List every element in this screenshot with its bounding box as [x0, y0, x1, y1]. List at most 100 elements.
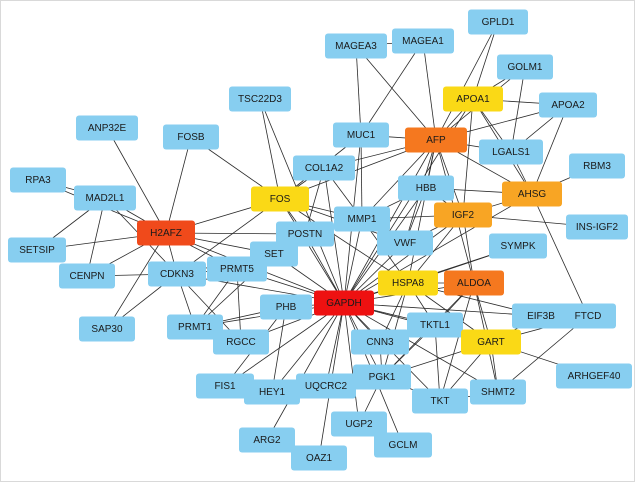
node-hbb[interactable]: HBB	[398, 175, 454, 201]
node-h2afz[interactable]: H2AFZ	[137, 220, 195, 246]
edge-ahsg-ftcd	[531, 193, 589, 317]
node-box	[213, 329, 269, 355]
node-shmt2[interactable]: SHMT2	[470, 379, 526, 405]
node-box	[8, 237, 66, 263]
node-box	[334, 206, 390, 232]
node-eif3b[interactable]: EIF3B	[512, 303, 570, 329]
node-prmt1[interactable]: PRMT1	[167, 314, 223, 340]
edge-gapdh-eif3b	[343, 302, 542, 317]
node-phb[interactable]: PHB	[260, 294, 312, 320]
node-sympk[interactable]: SYMPK	[489, 233, 547, 259]
node-label: PRMT1	[178, 322, 212, 333]
edge-afp-gpld1	[435, 21, 499, 141]
node-fos[interactable]: FOS	[251, 186, 309, 212]
node-tsc22d3[interactable]: TSC22D3	[229, 86, 291, 112]
node-hey1[interactable]: HEY1	[244, 379, 300, 405]
node-fosb[interactable]: FOSB	[163, 124, 219, 150]
node-igf2[interactable]: IGF2	[434, 202, 492, 228]
node-box	[468, 9, 528, 35]
node-cenpn[interactable]: CENPN	[59, 263, 115, 289]
node-apoa1[interactable]: APOA1	[443, 86, 503, 112]
edge-shmt2-ftcd	[497, 315, 589, 393]
node-lgals1[interactable]: LGALS1	[479, 139, 543, 165]
node-ftcd[interactable]: FTCD	[560, 303, 616, 329]
node-box	[479, 139, 543, 165]
node-tktl1[interactable]: TKTL1	[407, 312, 463, 338]
node-box	[444, 270, 504, 296]
node-uqcrc2[interactable]: UQCRC2	[296, 373, 356, 399]
node-label: MAD2L1	[86, 193, 125, 204]
node-gclm[interactable]: GCLM	[374, 432, 432, 458]
node-box	[443, 86, 503, 112]
edge-gapdh-ugp2	[343, 302, 360, 425]
edge-gapdh-mmp1	[343, 218, 363, 304]
node-label: ARHGEF40	[568, 371, 621, 382]
node-box	[333, 122, 389, 148]
node-label: HSPA8	[392, 278, 424, 289]
node-label: HEY1	[259, 387, 286, 398]
node-cdkn3[interactable]: CDKN3	[148, 261, 206, 287]
edge-h2afz-anp32e	[106, 127, 167, 234]
node-ugp2[interactable]: UGP2	[331, 411, 387, 437]
node-rgcc[interactable]: RGCC	[213, 329, 269, 355]
node-gart[interactable]: GART	[461, 329, 521, 355]
node-box	[374, 432, 432, 458]
node-setsip[interactable]: SETSIP	[8, 237, 66, 263]
node-arhgef40[interactable]: ARHGEF40	[556, 363, 632, 389]
node-box	[434, 202, 492, 228]
node-ins-igf2[interactable]: INS-IGF2	[566, 214, 628, 240]
node-fis1[interactable]: FIS1	[196, 373, 254, 399]
node-label: ANP32E	[88, 123, 127, 134]
edge-mmp1-muc1	[360, 134, 363, 220]
node-afp[interactable]: AFP	[405, 127, 467, 153]
node-anp32e[interactable]: ANP32E	[76, 115, 138, 141]
node-col1a2[interactable]: COL1A2	[293, 155, 355, 181]
node-ahsg[interactable]: AHSG	[502, 181, 562, 207]
node-box	[251, 186, 309, 212]
node-label: SAP30	[91, 324, 123, 335]
node-box	[331, 411, 387, 437]
node-mad2l1[interactable]: MAD2L1	[74, 185, 136, 211]
edge-afp-magea1	[422, 40, 437, 141]
node-rpa3[interactable]: RPA3	[10, 167, 66, 193]
node-label: CENPN	[69, 271, 104, 282]
node-sap30[interactable]: SAP30	[79, 316, 135, 342]
node-box	[276, 221, 334, 247]
node-label: FOS	[270, 194, 291, 205]
node-apoa2[interactable]: APOA2	[539, 92, 597, 118]
node-gpld1[interactable]: GPLD1	[468, 9, 528, 35]
node-prmt5[interactable]: PRMT5	[207, 256, 267, 282]
node-box	[556, 363, 632, 389]
node-hspa8[interactable]: HSPA8	[378, 270, 438, 296]
node-pgk1[interactable]: PGK1	[353, 364, 411, 390]
node-cnn3[interactable]: CNN3	[351, 329, 409, 355]
edge-h2afz-fosb	[165, 136, 192, 234]
edge-apoa1-gpld1	[472, 21, 499, 100]
node-tkt[interactable]: TKT	[412, 388, 468, 414]
node-magea3[interactable]: MAGEA3	[325, 33, 387, 59]
node-mmp1[interactable]: MMP1	[334, 206, 390, 232]
node-label: APOA1	[456, 94, 490, 105]
node-muc1[interactable]: MUC1	[333, 122, 389, 148]
node-box	[392, 28, 454, 54]
node-golm1[interactable]: GOLM1	[497, 54, 553, 80]
node-oaz1[interactable]: OAZ1	[291, 445, 347, 471]
node-box	[351, 329, 409, 355]
node-vwf[interactable]: VWF	[377, 230, 433, 256]
node-gapdh[interactable]: GAPDH	[314, 290, 374, 316]
node-label: OAZ1	[306, 453, 333, 464]
node-label: IGF2	[452, 210, 475, 221]
node-rbm3[interactable]: RBM3	[569, 153, 625, 179]
node-magea1[interactable]: MAGEA1	[392, 28, 454, 54]
node-label: RPA3	[25, 175, 51, 186]
node-label: UGP2	[345, 419, 373, 430]
node-aldoa[interactable]: ALDOA	[444, 270, 504, 296]
node-box	[353, 364, 411, 390]
node-arg2[interactable]: ARG2	[239, 427, 295, 453]
edge-afp-hspa8	[407, 139, 437, 284]
node-label: INS-IGF2	[576, 222, 619, 233]
node-postn[interactable]: POSTN	[276, 221, 334, 247]
edge-muc1-magea1	[360, 40, 424, 136]
